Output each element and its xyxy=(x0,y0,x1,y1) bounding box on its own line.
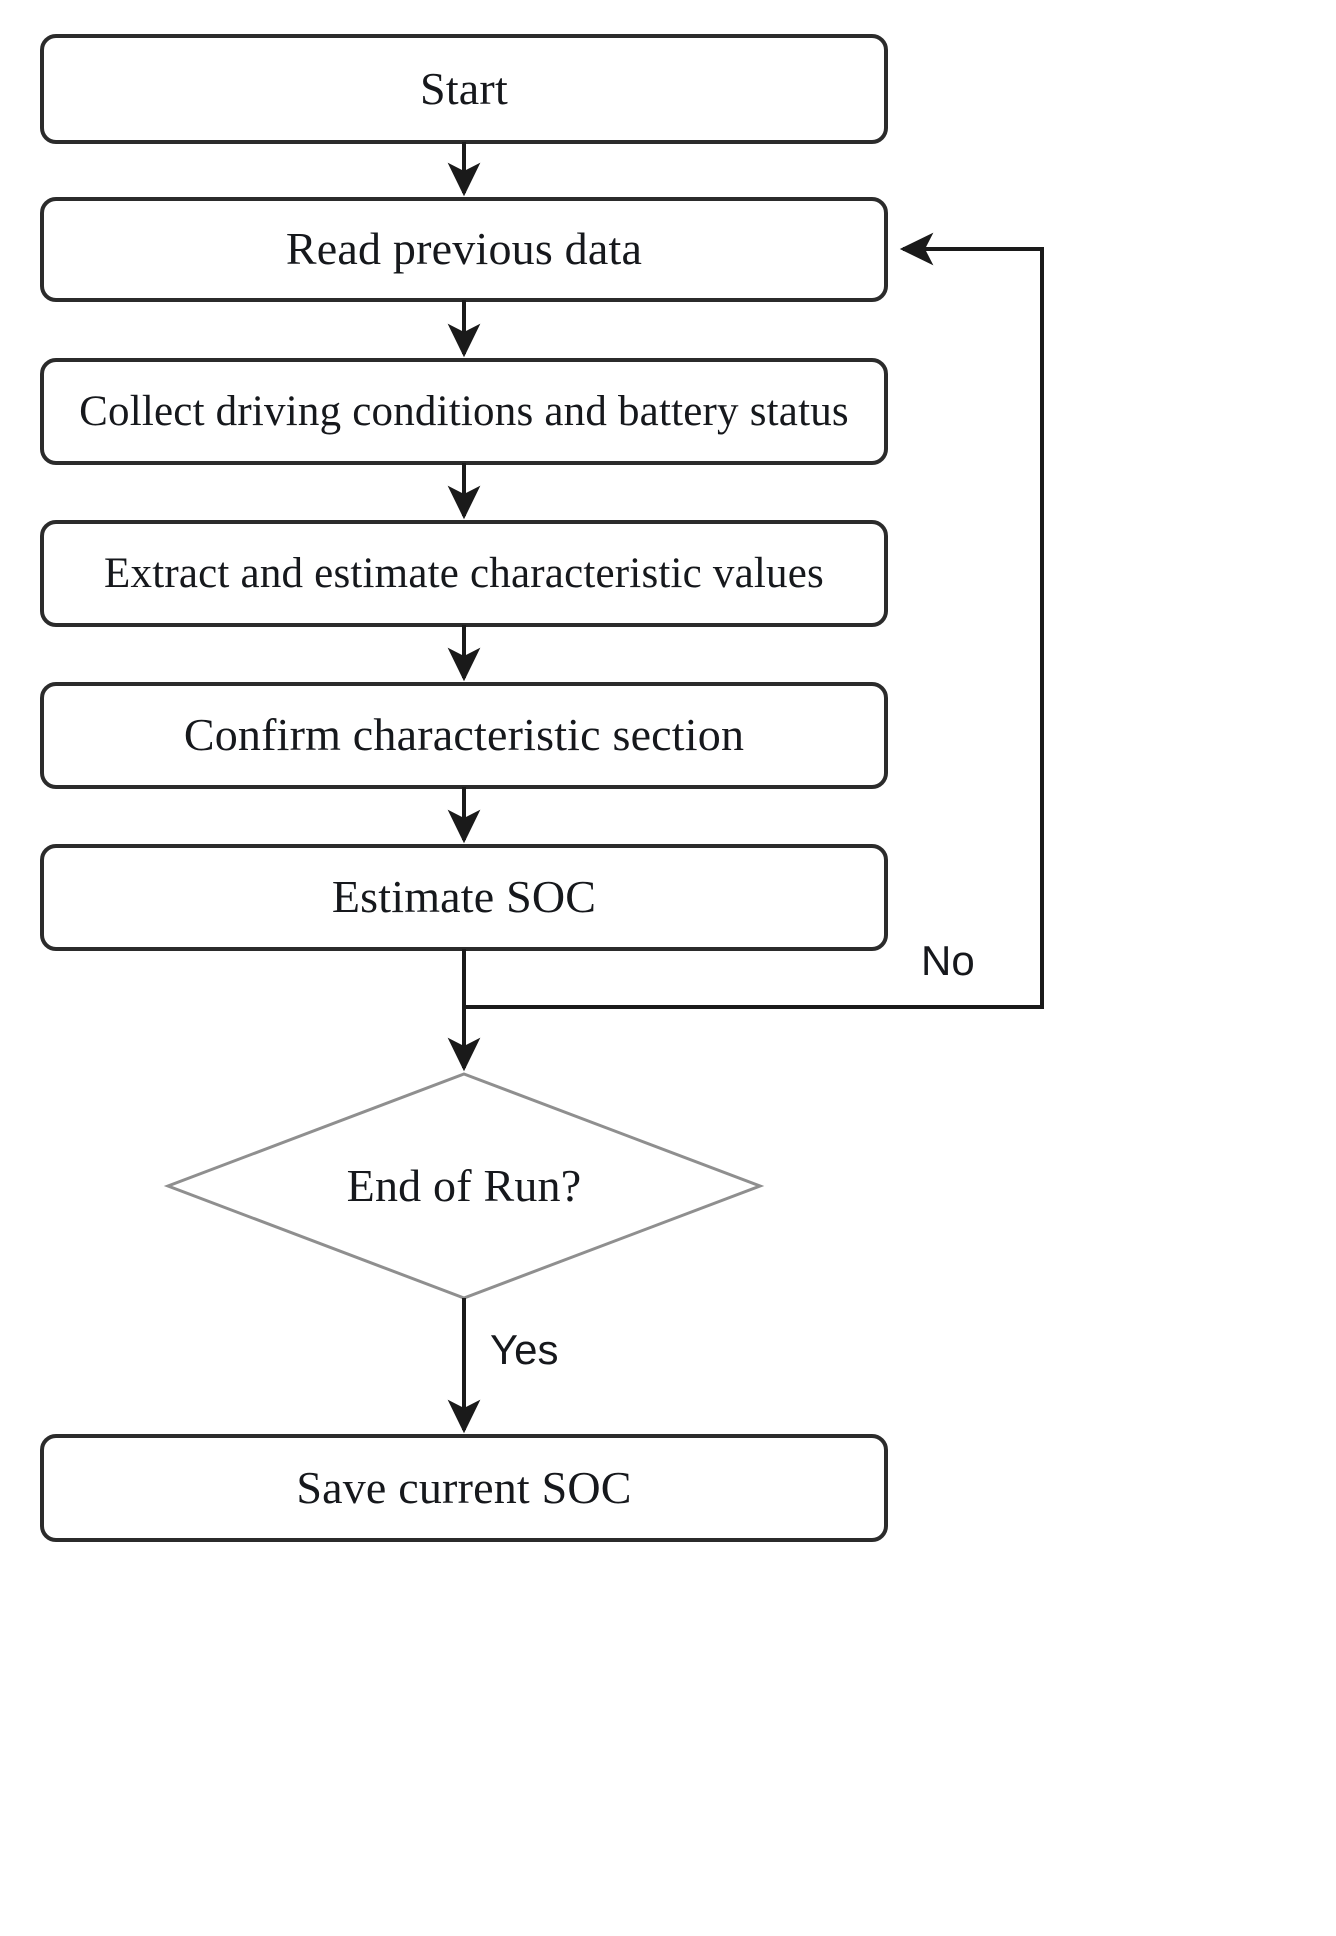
node-confirm-shape[interactable] xyxy=(40,682,888,789)
node-start-shape[interactable] xyxy=(40,34,888,144)
node-read-shape[interactable] xyxy=(40,197,888,302)
node-save-shape[interactable] xyxy=(40,1434,888,1542)
node-estimate-shape[interactable] xyxy=(40,844,888,951)
node-collect-shape[interactable] xyxy=(40,358,888,465)
edge-decision-read-no xyxy=(464,232,1044,1009)
node-decision-shape[interactable] xyxy=(163,1072,765,1300)
node-extract-shape[interactable] xyxy=(40,520,888,627)
